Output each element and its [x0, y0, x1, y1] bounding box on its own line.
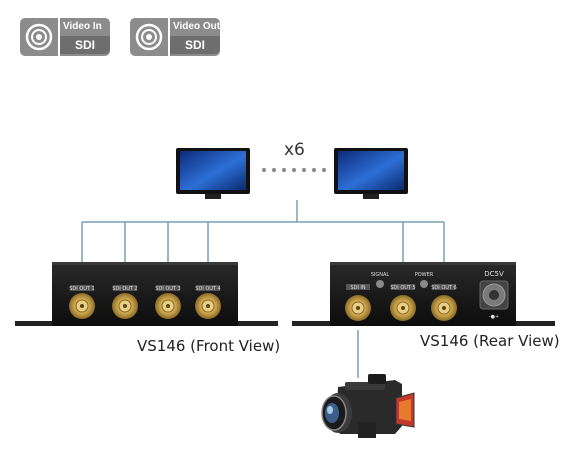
monitor-left — [176, 148, 250, 199]
badge-bottom-label: SDI — [170, 36, 220, 54]
bnc-connector-3 — [155, 293, 181, 319]
front-view-label: VS146 (Front View) — [137, 337, 281, 355]
bnc-connector-icon — [130, 18, 168, 56]
camcorder-image — [321, 374, 415, 438]
power-led — [420, 280, 428, 288]
badge-top-label: Video In — [63, 21, 102, 32]
port-label: SDI OUT 4 — [195, 286, 221, 292]
monitor-count: x6 — [284, 140, 305, 160]
port-label: SDI OUT 1 — [69, 286, 95, 292]
port-label: SDI OUT 5 — [390, 285, 416, 291]
video-out-sdi-badge: Video Out SDI — [130, 18, 220, 56]
port-label: SDI OUT 3 — [155, 286, 181, 292]
vs146-front-device — [15, 262, 278, 326]
dc5v-label: DC5V — [484, 270, 504, 278]
power-label: POWER — [415, 272, 434, 278]
signal-label: SIGNAL — [371, 272, 390, 278]
bnc-connector-6 — [431, 295, 457, 321]
bnc-connector-in — [345, 295, 371, 321]
bnc-connector-icon — [20, 18, 58, 56]
rear-view-label: VS146 (Rear View) — [420, 332, 560, 350]
video-in-sdi-badge: Video In SDI — [20, 18, 110, 56]
svg-text:-●+: -●+ — [489, 314, 499, 320]
bnc-connector-1 — [69, 293, 95, 319]
ellipsis-dots — [262, 168, 326, 172]
bnc-connector-5 — [390, 295, 416, 321]
monitor-right — [334, 148, 408, 199]
bnc-connector-2 — [112, 293, 138, 319]
signal-led — [376, 280, 384, 288]
port-label: SDI IN — [350, 285, 366, 291]
rear-connectors: SDI IN SDI OUT 5 SDI OUT 6 SIGNAL POWER … — [345, 270, 509, 321]
port-label: SDI OUT 2 — [112, 286, 138, 292]
badge-bottom-label: SDI — [60, 36, 110, 54]
dc-power-jack: -●+ — [479, 280, 509, 320]
connection-lines — [81, 200, 445, 378]
badge-top-label: Video Out — [173, 21, 221, 32]
bnc-connector-4 — [195, 293, 221, 319]
port-label: SDI OUT 6 — [431, 285, 457, 291]
front-connectors: SDI OUT 1 SDI OUT 2 SDI OUT 3 SDI OUT 4 — [69, 285, 221, 319]
